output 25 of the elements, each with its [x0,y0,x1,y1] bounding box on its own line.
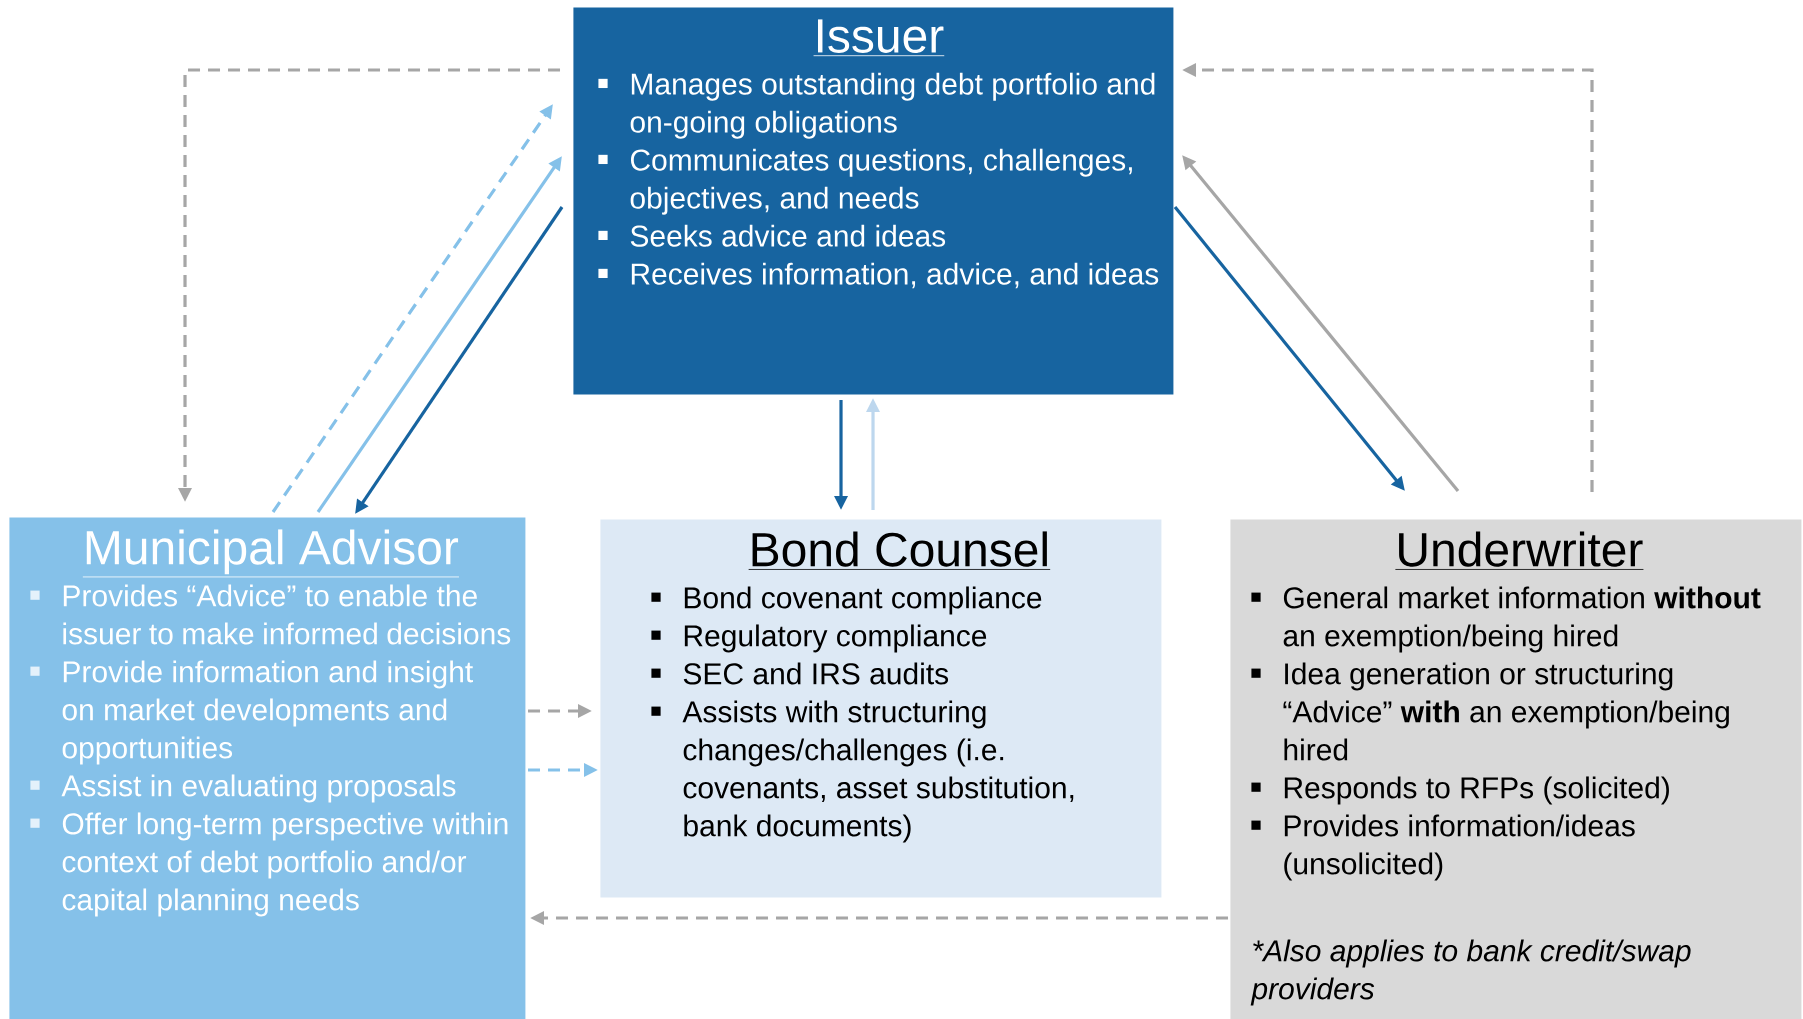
bullet-item: Seeks advice and ideas [598,224,946,247]
bullet-item: Idea generation or structuring “Advice” with an exemption/being hired [1251,662,1729,761]
box-title: Bond Counsel [748,531,1051,570]
bullet-item: Offer long-term perspective within context of debt portfolio and/or capital planning needs [30,812,508,917]
bullet-item: Receives information, advice, and ideas [598,262,1159,289]
role-box [573,7,1174,395]
bullet-item: Assist in evaluating proposals [30,774,456,803]
bullet-item: Bond covenant compliance [651,586,1042,615]
box-title: Underwriter [1395,531,1644,570]
footnote: *Also applies to bank credit/swap providers [1250,939,1691,1006]
box-title: Municipal Advisor [82,529,460,578]
bullet-item: Provides “Advice” to enable the issuer to make informed decisions [30,584,511,645]
bullet-item: General market information without an exemption/being hired [1251,586,1761,653]
role-box [600,519,1162,898]
bullet-item: SEC and IRS audits [651,662,949,685]
bullet-item: Regulatory compliance [651,624,987,653]
bullet-item: Assists with structuring changes/challenges (i.e. covenants, asset substitution, bank documents) [651,700,1074,843]
bullet-item: Provide information and insight on market developments and opportunities [30,660,473,765]
bullet-item: Provides information/ideas (unsolicited) [1251,814,1635,881]
bullet-item: Communicates questions, challenges, objectives, and needs [598,148,1132,215]
box-title: Issuer [813,19,945,57]
bullet-item: Manages outstanding debt portfolio and on-going obligations [598,72,1155,139]
role-box [1230,519,1802,1019]
role-box [9,517,526,1019]
bullet-item: Responds to RFPs (solicited) [1251,776,1669,805]
